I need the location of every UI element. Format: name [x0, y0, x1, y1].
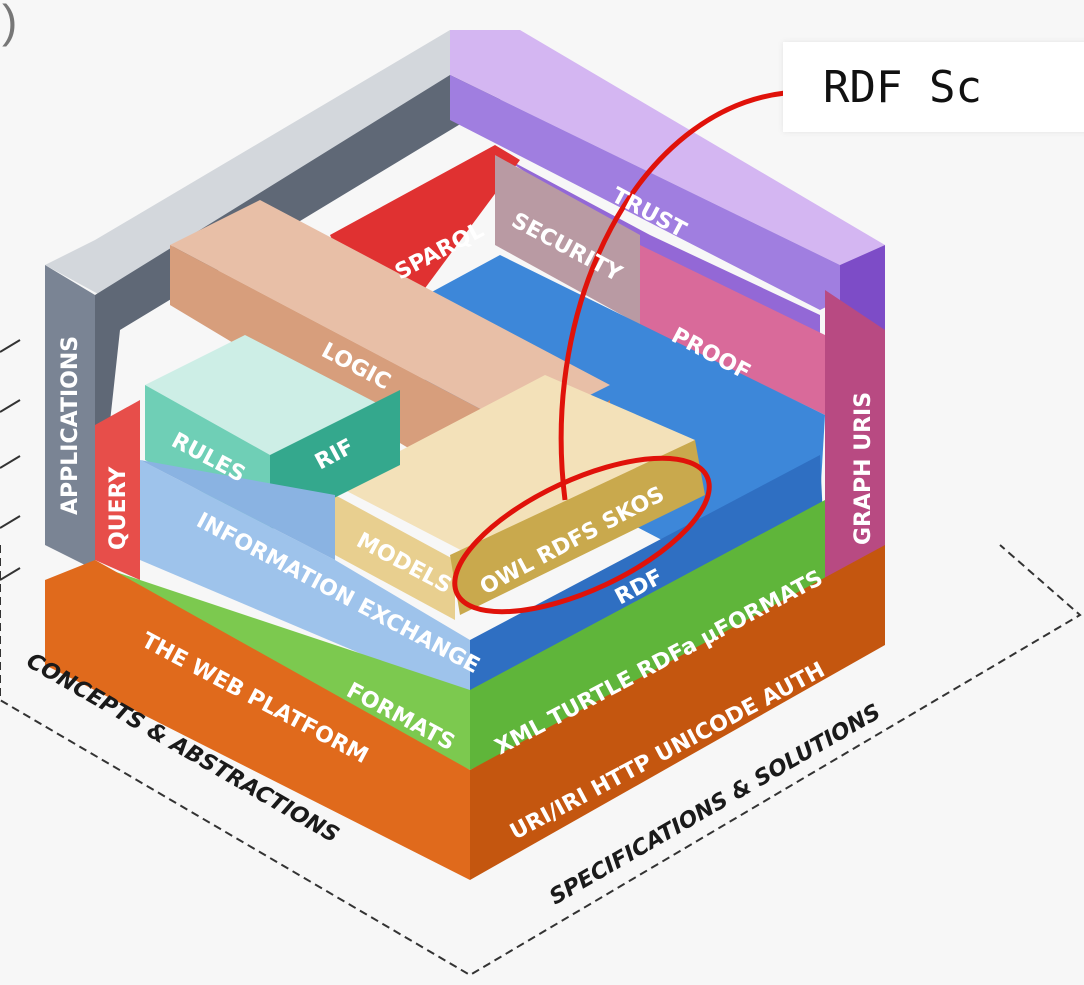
callout-line [558, 90, 786, 501]
formats-right [470, 500, 825, 770]
sparql-block [330, 145, 520, 300]
security-block [495, 155, 640, 325]
applications-bar [45, 265, 95, 570]
floor-outline [0, 544, 1082, 977]
info-exchange [140, 460, 470, 700]
proof-block [640, 245, 825, 415]
graph-uris-bar [825, 290, 885, 585]
owl-highlight-ellipse [452, 455, 712, 615]
info-exchange-side [140, 460, 335, 560]
models-front [335, 495, 455, 620]
models-top [335, 375, 695, 560]
trust-top [450, 30, 885, 265]
label-applications: APPLICATIONS [58, 336, 83, 515]
callout-text: RDF Sc [823, 62, 982, 113]
callout-box [783, 42, 1084, 132]
label-graph-uris: GRAPH URIS [851, 392, 876, 545]
left-margin-ticks [0, 339, 21, 581]
query-bar [95, 400, 140, 580]
label-query: QUERY [106, 466, 131, 550]
platform-right [470, 545, 885, 880]
platform-left [45, 560, 470, 880]
logic-top [170, 200, 610, 430]
back-wall-top [45, 30, 510, 295]
partial-heading-fragment: ) [2, 0, 18, 47]
trust-wall [450, 75, 840, 310]
back-wall [95, 75, 510, 560]
owl-block [450, 440, 705, 615]
